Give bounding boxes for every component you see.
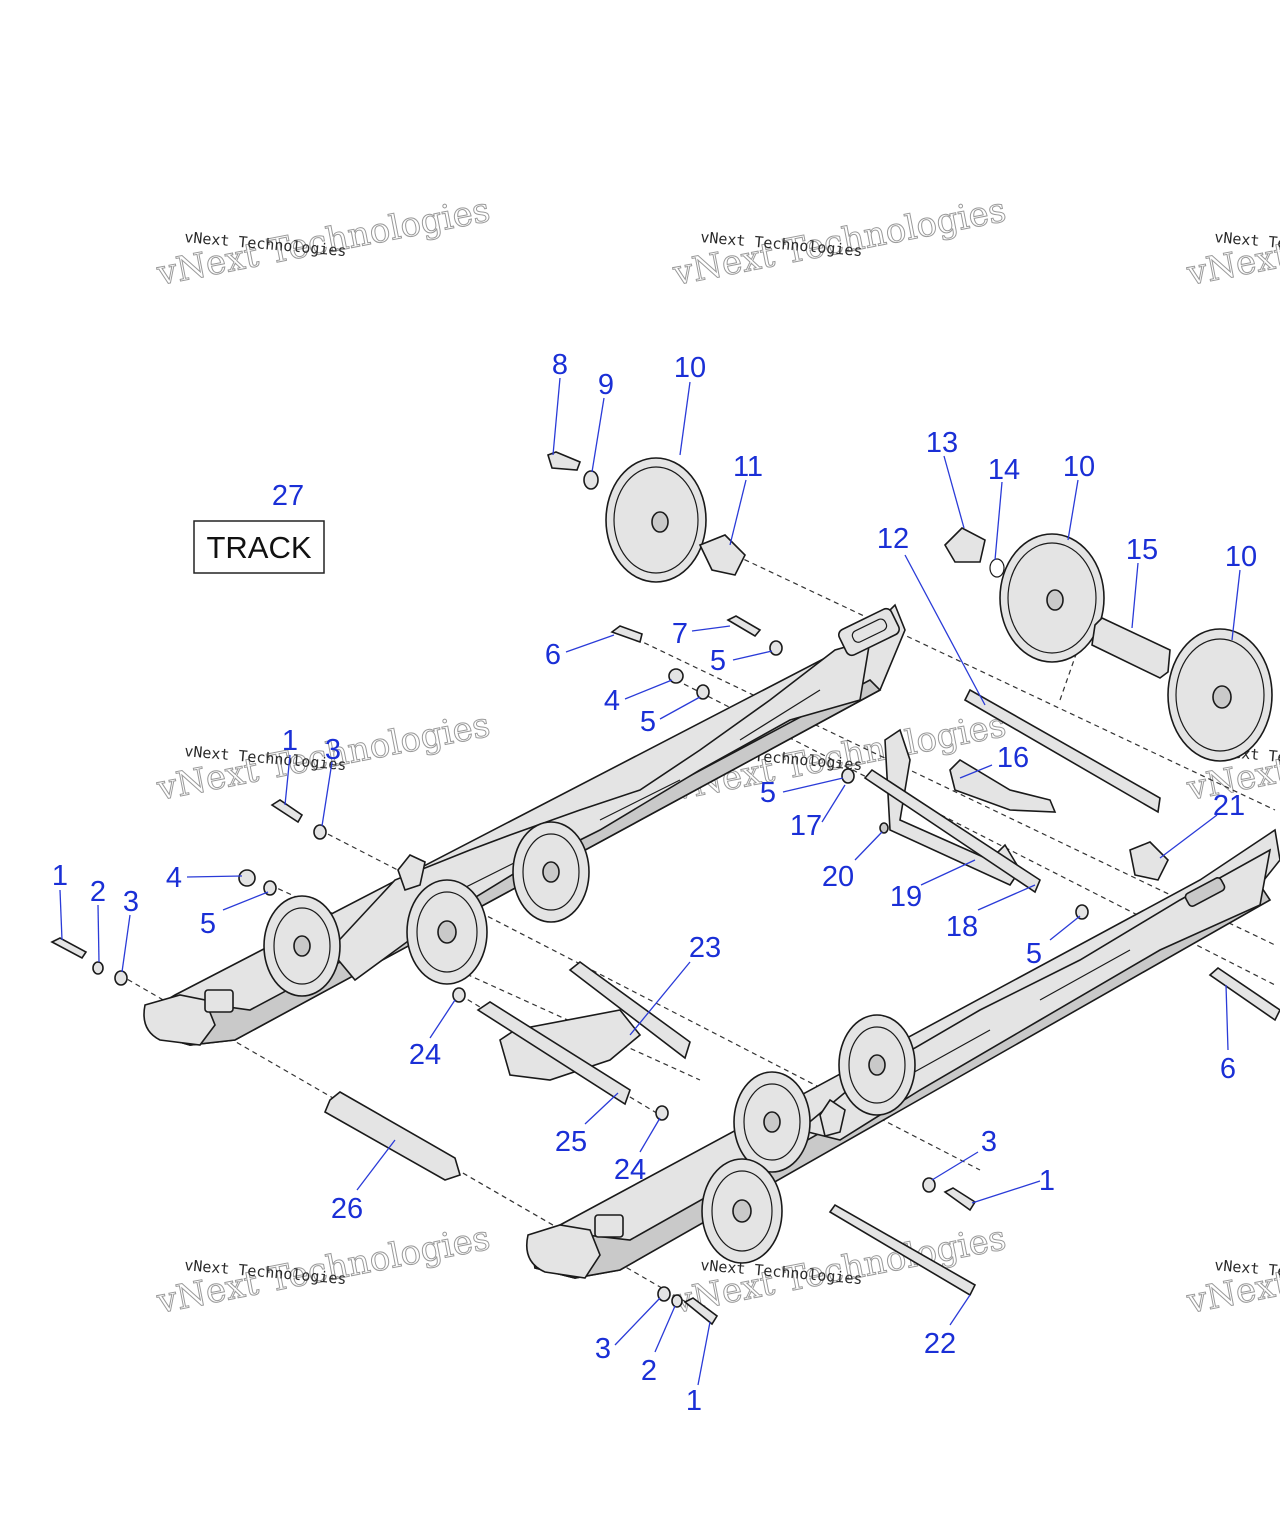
callout-number: 1	[1039, 1165, 1055, 1197]
idler-wheel	[701, 1158, 783, 1264]
callout-number: 5	[200, 908, 216, 940]
idler-wheel	[838, 1014, 916, 1116]
callout-number: 6	[545, 639, 561, 671]
callout-number: 6	[1220, 1053, 1236, 1085]
callout-number: 25	[555, 1126, 587, 1158]
callout-number: 17	[790, 810, 822, 842]
track-label: TRACK	[193, 520, 325, 574]
callout-number: 1	[52, 860, 68, 892]
callout-number: 26	[331, 1193, 363, 1225]
callout-number: 2	[90, 876, 106, 908]
callout-number: 23	[689, 932, 721, 964]
idler-wheel	[733, 1071, 811, 1173]
callout-number: 21	[1213, 790, 1245, 822]
leader-lines	[59, 377, 1241, 1386]
right-rail	[526, 828, 1280, 1279]
idler-wheel	[263, 895, 341, 997]
callout-number: 15	[1126, 534, 1158, 566]
upper-parts	[547, 451, 1280, 1022]
callout-number: 14	[988, 454, 1020, 486]
callouts: 8 9 10 11 13 14 10 15 10 12 27 7 6 5 4 5…	[52, 349, 1257, 1417]
callout-number: 3	[981, 1126, 997, 1158]
callout-number: 1	[686, 1385, 702, 1417]
callout-number: 18	[946, 911, 978, 943]
callout-number: 12	[877, 523, 909, 555]
callout-number: 13	[926, 427, 958, 459]
callout-number: 7	[672, 618, 688, 650]
callout-number: 4	[166, 862, 182, 894]
callout-number: 5	[760, 777, 776, 809]
callout-number: 3	[595, 1333, 611, 1365]
callout-number: 9	[598, 369, 614, 401]
callout-number: 27	[272, 480, 304, 512]
callout-number: 24	[614, 1154, 646, 1186]
callout-number: 22	[924, 1328, 956, 1360]
callout-number: 10	[1063, 451, 1095, 483]
callout-number: 24	[409, 1039, 441, 1071]
callout-number: 5	[640, 706, 656, 738]
callout-number: 16	[997, 742, 1029, 774]
callout-number: 3	[123, 886, 139, 918]
callout-number: 4	[604, 685, 620, 717]
callout-number: 19	[890, 881, 922, 913]
left-rail	[143, 603, 906, 1046]
front-parts	[50, 799, 977, 1326]
callout-number: 3	[325, 734, 341, 766]
callout-number: 10	[674, 352, 706, 384]
callout-number: 20	[822, 861, 854, 893]
callout-number: 5	[710, 645, 726, 677]
callout-number: 11	[733, 451, 763, 483]
track-label-text: TRACK	[206, 530, 311, 565]
callout-number: 10	[1225, 541, 1257, 573]
callout-number: 2	[641, 1355, 657, 1387]
idler-wheel	[406, 879, 488, 985]
idler-wheel	[512, 821, 590, 923]
callout-number: 8	[552, 349, 568, 381]
callout-number: 5	[1026, 938, 1042, 970]
callout-number: 1	[282, 725, 298, 757]
